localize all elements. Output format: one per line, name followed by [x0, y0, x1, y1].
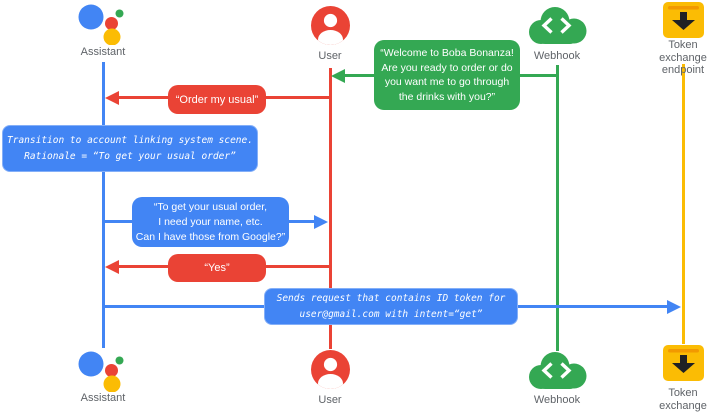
ask-google-bubble: “To get your usual order, I need your na… [132, 197, 289, 247]
yes-bubble: “Yes” [168, 254, 266, 282]
person-circle-icon [311, 6, 350, 50]
yes-arrowhead-left-icon [105, 259, 119, 274]
user-lifeline [328, 68, 332, 349]
download-box-icon [660, 344, 707, 387]
user-label: User [318, 50, 342, 62]
transition-note-box: Transition to account linking system sce… [2, 125, 258, 172]
ask-arrowhead-right-icon [314, 214, 328, 229]
sends-request-note-box: Sends request that contains ID token for… [264, 288, 518, 325]
assistant-label: Assistant [80, 392, 126, 404]
user-label: User [318, 394, 342, 406]
cloud-code-icon [524, 349, 590, 396]
assistant-label: Assistant [80, 46, 126, 58]
token-endpoint-label: Token exchange endpoint [659, 387, 707, 413]
person-circle-icon [311, 350, 350, 394]
google-assistant-logo-icon [76, 2, 126, 50]
google-assistant-logo-icon [76, 349, 126, 397]
order-arrowhead-left-icon [105, 90, 119, 105]
cloud-code-icon [524, 4, 590, 51]
webhook-label: Webhook [533, 50, 581, 62]
welcome-arrowhead-left-icon [331, 68, 345, 83]
order-my-usual-bubble: “Order my usual” [168, 85, 266, 114]
token-endpoint-label: Token exchange endpoint [659, 39, 707, 76]
welcome-message-bubble: “Welcome to Boba Bonanza! Are you ready … [374, 40, 520, 110]
sends-request-arrowhead-right-icon [667, 299, 681, 314]
webhook-label: Webhook [533, 394, 581, 406]
webhook-lifeline [555, 65, 559, 351]
assistant-lifeline [101, 62, 105, 348]
token-endpoint-lifeline [681, 64, 685, 344]
download-box-icon [660, 1, 707, 44]
